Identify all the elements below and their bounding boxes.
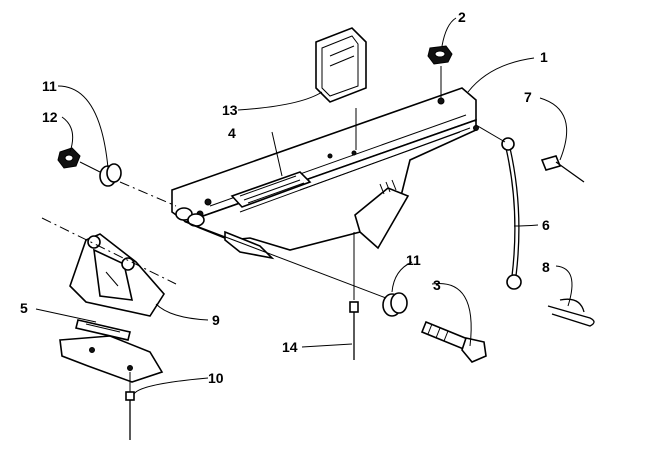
lock-nut xyxy=(427,45,453,65)
callout-13: 13 xyxy=(222,102,238,118)
callout-3: 3 xyxy=(433,277,441,293)
leader-lines xyxy=(35,17,573,395)
callout-4: 4 xyxy=(228,125,236,141)
callout-12: 12 xyxy=(42,109,58,125)
safety-strap xyxy=(501,137,522,290)
spacer-and-nut-left xyxy=(57,147,122,187)
callout-7: 7 xyxy=(524,89,532,105)
callout-11-left: 11 xyxy=(42,78,57,94)
callout-8: 8 xyxy=(542,259,550,275)
spacer-right xyxy=(382,292,408,317)
callout-6: 6 xyxy=(542,217,550,233)
center-lines xyxy=(41,66,506,392)
tie-strap xyxy=(75,319,131,341)
bolt-10 xyxy=(125,391,135,440)
hitch-bolt xyxy=(420,320,487,363)
callout-1: 1 xyxy=(540,49,548,65)
base-plate xyxy=(59,335,164,383)
stand-bracket xyxy=(69,233,165,317)
callout-10: 10 xyxy=(208,370,224,386)
hitch-pin xyxy=(540,155,585,183)
clip-bracket xyxy=(315,27,367,103)
callout-9: 9 xyxy=(212,312,220,328)
callout-11-right: 11 xyxy=(406,252,421,268)
callout-14: 14 xyxy=(282,339,298,355)
callout-2: 2 xyxy=(458,9,466,25)
clip-pin xyxy=(547,298,595,327)
bolt-14 xyxy=(349,301,359,360)
hitch-plate xyxy=(171,87,479,260)
callout-5: 5 xyxy=(20,300,28,316)
callout-labels: 1 2 3 4 5 6 7 8 9 10 11 11 12 13 14 xyxy=(20,9,550,386)
